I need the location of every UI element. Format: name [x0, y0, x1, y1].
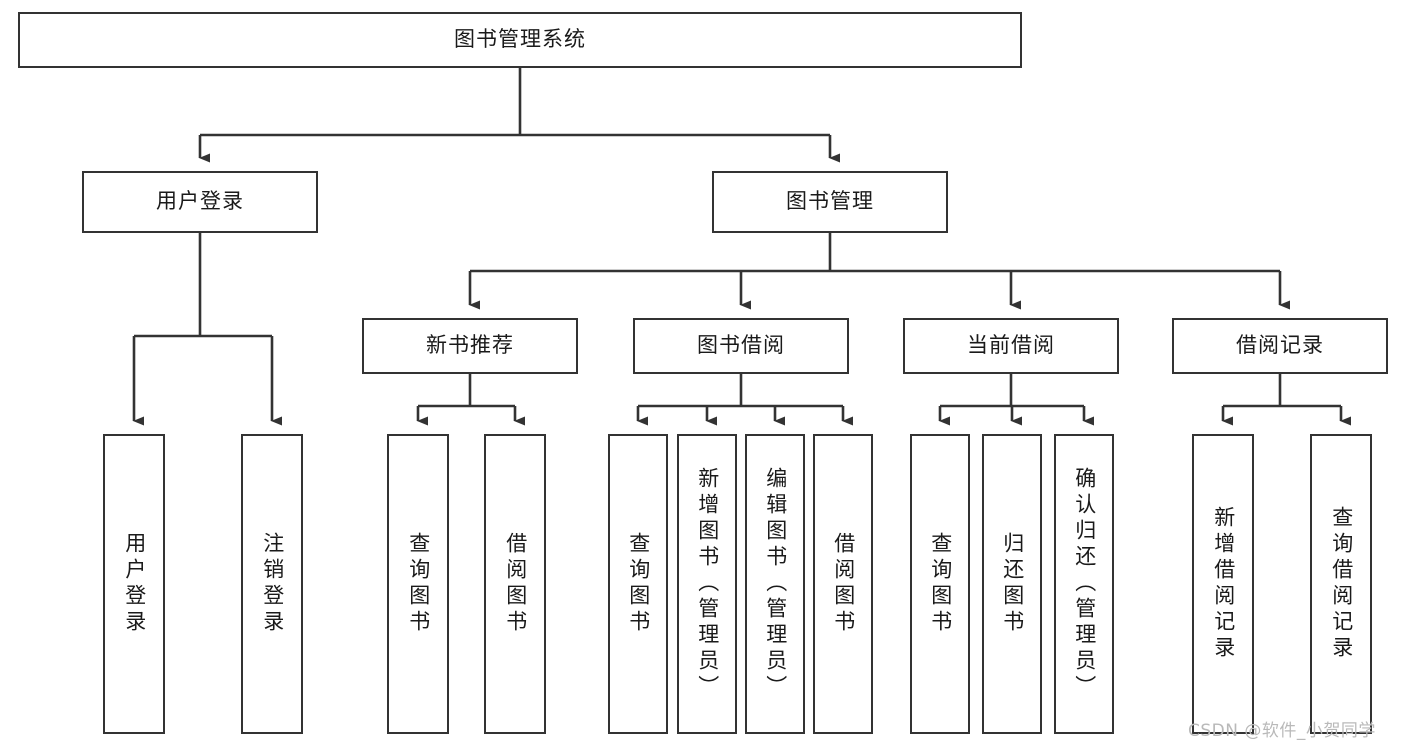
- node-label: 查询图书: [626, 532, 651, 636]
- node-user-login[interactable]: 用户登录: [82, 171, 318, 233]
- node-label: 编辑图书（管理员）: [763, 467, 788, 701]
- node-leaf-query-book-2[interactable]: 查询图书: [608, 434, 668, 734]
- node-label: 借阅记录: [1236, 333, 1324, 358]
- node-leaf-query-book-3[interactable]: 查询图书: [910, 434, 970, 734]
- node-leaf-return-book[interactable]: 归还图书: [982, 434, 1042, 734]
- node-label: 查询图书: [928, 532, 953, 636]
- node-label: 借阅图书: [831, 532, 856, 636]
- node-label: 新增图书（管理员）: [695, 467, 720, 701]
- node-leaf-add-record[interactable]: 新增借阅记录: [1192, 434, 1254, 734]
- node-label: 确认归还（管理员）: [1072, 467, 1097, 701]
- node-label: 图书管理系统: [454, 27, 586, 52]
- node-leaf-query-record[interactable]: 查询借阅记录: [1310, 434, 1372, 734]
- node-leaf-borrow-book-2[interactable]: 借阅图书: [813, 434, 873, 734]
- node-root[interactable]: 图书管理系统: [18, 12, 1022, 68]
- node-label: 用户登录: [156, 189, 244, 214]
- node-label: 当前借阅: [967, 333, 1055, 358]
- node-book-manage[interactable]: 图书管理: [712, 171, 948, 233]
- node-new-book-recommend[interactable]: 新书推荐: [362, 318, 578, 374]
- node-label: 注销登录: [260, 532, 285, 636]
- node-label: 用户登录: [122, 532, 147, 636]
- node-leaf-add-book[interactable]: 新增图书（管理员）: [677, 434, 737, 734]
- node-current-borrow[interactable]: 当前借阅: [903, 318, 1119, 374]
- node-leaf-confirm-return[interactable]: 确认归还（管理员）: [1054, 434, 1114, 734]
- node-leaf-user-login[interactable]: 用户登录: [103, 434, 165, 734]
- node-leaf-user-logout[interactable]: 注销登录: [241, 434, 303, 734]
- node-borrow-record[interactable]: 借阅记录: [1172, 318, 1388, 374]
- node-label: 归还图书: [1000, 532, 1025, 636]
- node-label: 新书推荐: [426, 333, 514, 358]
- node-book-borrow[interactable]: 图书借阅: [633, 318, 849, 374]
- node-label: 图书管理: [786, 189, 874, 214]
- node-leaf-query-book-1[interactable]: 查询图书: [387, 434, 449, 734]
- node-leaf-edit-book[interactable]: 编辑图书（管理员）: [745, 434, 805, 734]
- node-label: 新增借阅记录: [1211, 506, 1236, 662]
- node-label: 查询借阅记录: [1329, 506, 1354, 662]
- node-label: 借阅图书: [503, 532, 528, 636]
- node-label: 图书借阅: [697, 333, 785, 358]
- node-leaf-borrow-book-1[interactable]: 借阅图书: [484, 434, 546, 734]
- node-label: 查询图书: [406, 532, 431, 636]
